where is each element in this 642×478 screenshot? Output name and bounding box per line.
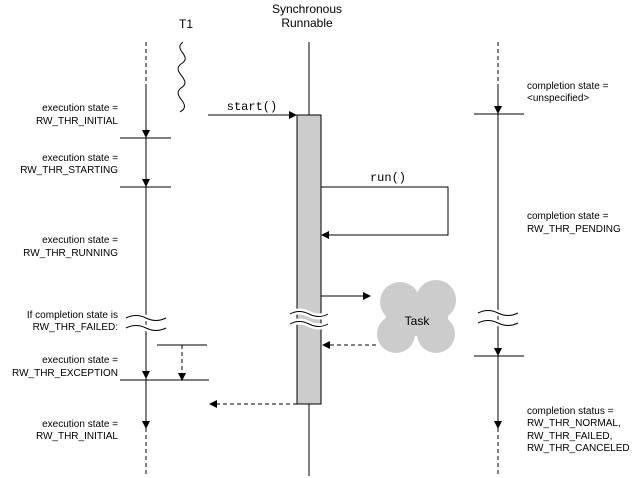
state-label-exception: execution state =	[42, 355, 118, 366]
task-cloud	[377, 280, 456, 353]
state-label-running: execution state =	[42, 235, 118, 246]
state-value-initial: RW_THR_INITIAL	[36, 116, 118, 127]
completion-state-ticks	[474, 113, 524, 357]
completion-status-normal: RW_THR_NORMAL,	[527, 418, 621, 429]
t1-header: T1	[179, 17, 193, 31]
run-call-label: run()	[370, 171, 406, 185]
state-label-starting: execution state =	[42, 153, 118, 164]
state-label-initial: execution state =	[42, 103, 118, 114]
completion-value-unspecified: <unspecified>	[527, 93, 589, 104]
task-label: Task	[405, 314, 431, 328]
failed-condition-label: If completion state is	[27, 310, 118, 321]
failed-condition-value: RW_THR_FAILED:	[33, 322, 118, 333]
completion-status-label: completion status =	[527, 406, 614, 417]
completion-status-canceled: RW_THR_CANCELED	[527, 443, 630, 454]
completion-label-unspecified: completion state =	[527, 81, 609, 92]
state-value-starting: RW_THR_STARTING	[20, 165, 118, 176]
completion-break-squiggle	[476, 307, 520, 329]
completion-status-failed: RW_THR_FAILED,	[527, 431, 612, 442]
start-call-label: start()	[227, 100, 277, 114]
t1-state-ticks	[120, 137, 209, 381]
runnable-header-line2: Runnable	[281, 16, 333, 30]
runnable-activation-bar	[296, 114, 322, 405]
completion-state-labels: completion state = <unspecified> complet…	[527, 81, 630, 454]
runnable-header-line1: Synchronous	[272, 2, 342, 16]
state-label-initial-final: execution state =	[42, 419, 118, 430]
state-value-running: RW_THR_RUNNING	[23, 248, 118, 259]
state-value-exception: RW_THR_EXCEPTION	[12, 368, 118, 379]
t1-break-squiggle	[124, 312, 168, 334]
completion-label-pending: completion state =	[527, 211, 609, 222]
runnable-break-squiggle	[288, 308, 330, 330]
state-value-initial-final: RW_THR_INITIAL	[36, 431, 118, 442]
completion-value-pending: RW_THR_PENDING	[527, 224, 621, 235]
run-call-arrow	[321, 186, 449, 239]
t1-thread-squiggle	[177, 41, 186, 113]
execution-state-labels: execution state = RW_THR_INITIAL executi…	[12, 103, 118, 442]
